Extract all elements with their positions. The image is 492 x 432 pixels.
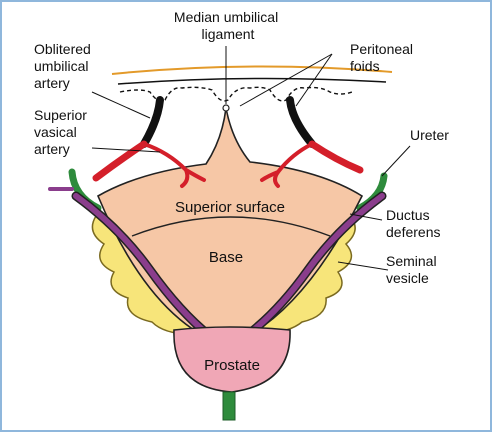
peritoneum-black-line: [117, 77, 387, 85]
superior-vesical-artery-left-branch: [142, 142, 206, 188]
superior-vesical-artery-right-branch: [260, 142, 314, 188]
prostate-shape: [173, 326, 291, 393]
label-oblitered-umbilical-artery: Oblitered umbilical artery: [34, 41, 95, 91]
peritoneum-orange-line: [111, 65, 393, 75]
oblitered-umbilical-artery-left: [140, 96, 164, 148]
oblitered-umbilical-artery-right: [286, 96, 316, 148]
label-ductus-deferens: Ductus deferens: [386, 207, 440, 240]
superior-vesical-artery-right: [308, 140, 364, 174]
urethra: [222, 391, 236, 421]
label-seminal-vesicle: Seminal vesicle: [386, 253, 440, 286]
median-ligament-knot: [222, 104, 230, 112]
bladder-base-divider: [131, 216, 331, 237]
label-median-umbilical-ligament: Median umbilical ligament: [174, 9, 282, 42]
label-superior-surface: Superior surface: [175, 199, 285, 216]
label-prostate: Prostate: [204, 357, 260, 374]
label-superior-vasical-artery: Superior vasical artery: [34, 107, 91, 157]
peritoneal-fold-dashed: [119, 86, 353, 102]
label-base: Base: [209, 249, 243, 266]
label-peritoneal-folds: Peritoneal foids: [350, 41, 417, 74]
label-ureter: Ureter: [410, 127, 449, 143]
superior-vesical-artery-left: [92, 140, 148, 182]
leader-lines: [91, 46, 411, 271]
ductus-deferens-left-inner: [73, 193, 213, 339]
